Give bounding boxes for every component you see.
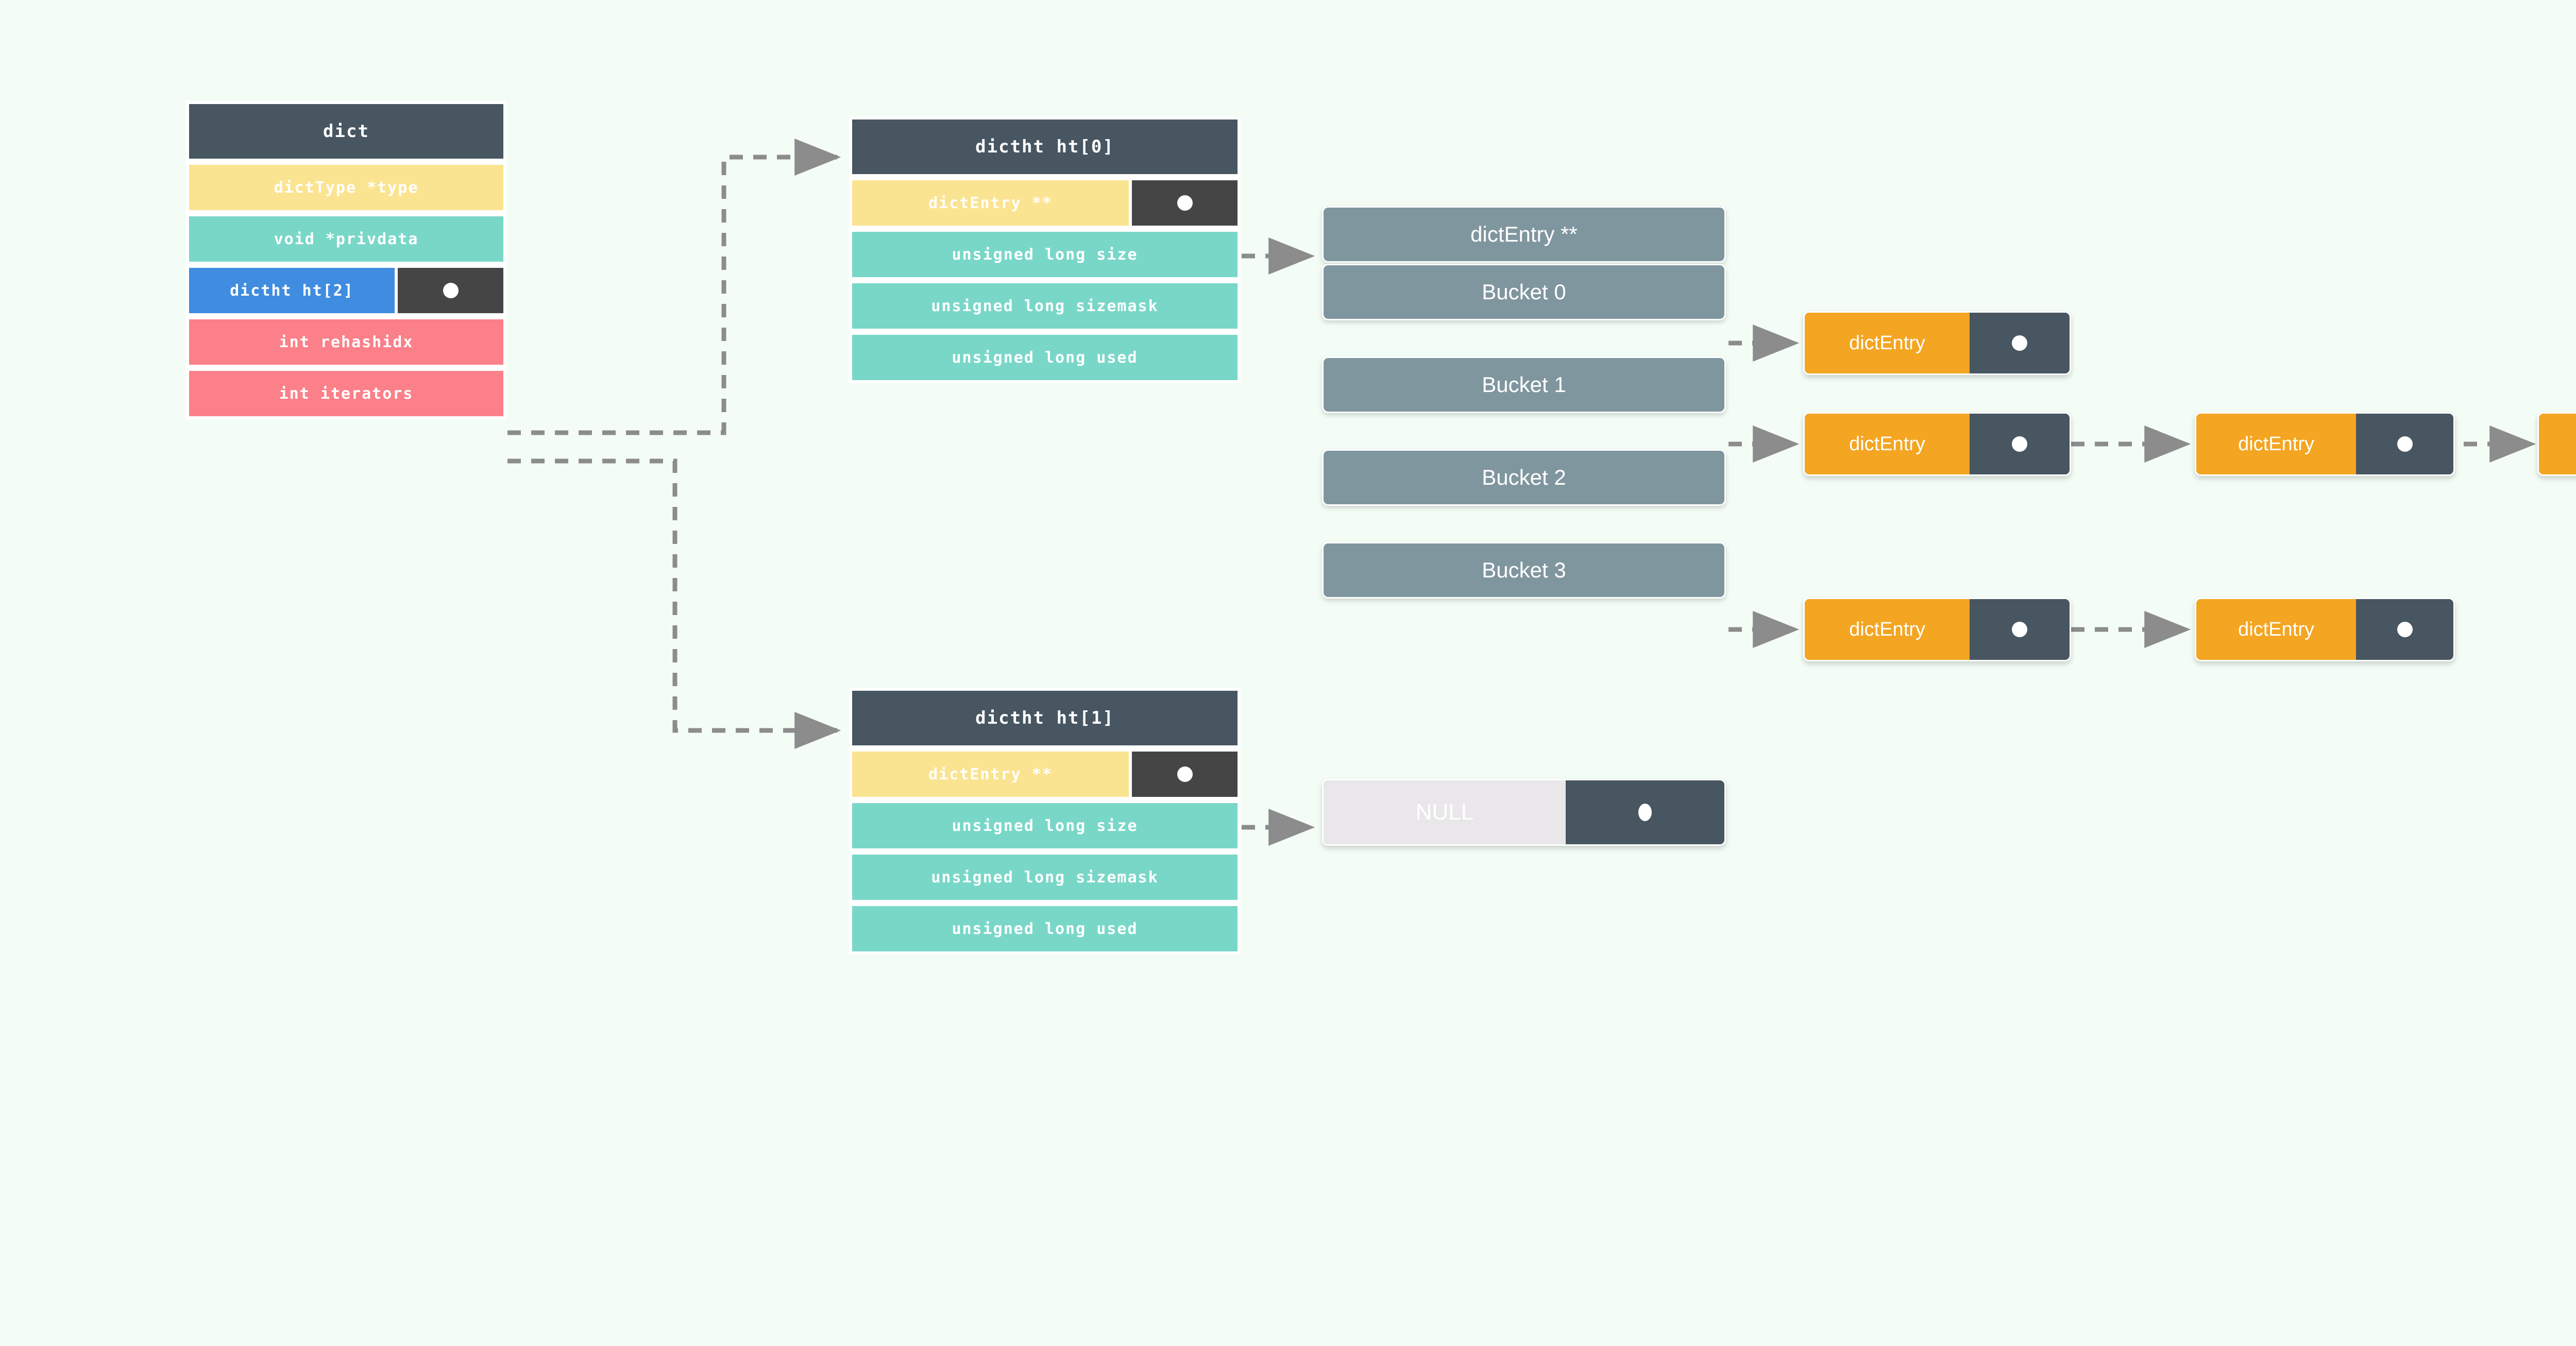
ht0-field-sizemask-label: unsigned long sizemask bbox=[852, 283, 1238, 329]
null-table-label: NULL bbox=[1324, 780, 1566, 844]
entry-b1-0-label: dictEntry bbox=[1805, 414, 1970, 474]
entry-b0-0[interactable]: dictEntry bbox=[1803, 311, 2071, 375]
ht0-field-used[interactable]: unsigned long used bbox=[849, 332, 1241, 383]
ht0-field-table[interactable]: dictEntry ** bbox=[849, 177, 1241, 229]
bucket-row-1-label: Bucket 1 bbox=[1482, 372, 1566, 397]
bucket-row-0[interactable]: Bucket 0 bbox=[1322, 264, 1726, 320]
ht1-field-sizemask-label: unsigned long sizemask bbox=[852, 855, 1238, 900]
bucket-row-0-label: Bucket 0 bbox=[1482, 280, 1566, 304]
ht1-field-table-label: dictEntry ** bbox=[852, 752, 1129, 797]
entry-b3-0[interactable]: dictEntry bbox=[1803, 598, 2071, 661]
entry-b3-1-next-slot[interactable] bbox=[2356, 599, 2453, 660]
entry-b1-0-next-slot[interactable] bbox=[1970, 414, 2070, 474]
dict-struct-title: dict bbox=[189, 104, 503, 159]
ht0-field-table-label: dictEntry ** bbox=[852, 180, 1129, 226]
ht1-title: dictht ht[1] bbox=[852, 691, 1238, 745]
entry-b1-0[interactable]: dictEntry bbox=[1803, 412, 2071, 476]
bucket-row-2-label: Bucket 2 bbox=[1482, 465, 1566, 489]
ht1-field-table[interactable]: dictEntry ** bbox=[849, 748, 1241, 800]
entry-b1-1-label: dictEntry bbox=[2196, 414, 2356, 474]
pointer-dot-icon bbox=[1638, 804, 1652, 821]
bucket-row-3[interactable]: Bucket 3 bbox=[1322, 542, 1726, 599]
ht1-field-size-label: unsigned long size bbox=[852, 803, 1238, 848]
pointer-dot-icon bbox=[2397, 622, 2413, 637]
bucket-row-1[interactable]: Bucket 1 bbox=[1322, 356, 1726, 413]
dict-field-ht2-pointer-cell[interactable] bbox=[398, 268, 503, 313]
entry-b3-0-label: dictEntry bbox=[1805, 599, 1970, 660]
entry-b3-1[interactable]: dictEntry bbox=[2195, 598, 2455, 661]
ht1-field-used-label: unsigned long used bbox=[852, 906, 1238, 951]
entry-b0-0-next-slot[interactable] bbox=[1970, 313, 2070, 373]
bucket-array: dictEntry ** Bucket 0 Bucket 1 Bucket 2 … bbox=[1322, 206, 1729, 599]
ht0-field-table-pointer-cell[interactable] bbox=[1132, 180, 1238, 226]
dict-field-dicttype-label: dictType *type bbox=[189, 165, 503, 210]
null-table-node[interactable]: NULL bbox=[1322, 779, 1726, 846]
ht0-title: dictht ht[0] bbox=[852, 120, 1238, 174]
bucket-array-header-label: dictEntry ** bbox=[1470, 222, 1578, 246]
entry-b3-0-next-slot[interactable] bbox=[1970, 599, 2070, 660]
bucket-array-header: dictEntry ** bbox=[1322, 206, 1726, 263]
dict-field-rehashidx[interactable]: int rehashidx bbox=[186, 316, 506, 368]
pointer-dot-icon bbox=[1177, 195, 1193, 211]
pointer-dot-icon bbox=[2012, 622, 2027, 637]
entry-b1-2-label: dictEntry bbox=[2539, 414, 2576, 474]
dict-field-ht2-label: dictht ht[2] bbox=[189, 268, 395, 313]
pointer-dot-icon bbox=[2012, 335, 2027, 351]
dict-field-privdata-label: void *privdata bbox=[189, 216, 503, 262]
dict-field-privdata[interactable]: void *privdata bbox=[186, 213, 506, 265]
ht1-field-sizemask[interactable]: unsigned long sizemask bbox=[849, 851, 1241, 903]
entry-b3-1-label: dictEntry bbox=[2196, 599, 2356, 660]
bucket-row-3-label: Bucket 3 bbox=[1482, 558, 1566, 582]
ht1-title-row: dictht ht[1] bbox=[849, 688, 1241, 748]
connector-dict-to-ht0 bbox=[507, 139, 841, 435]
bucket-row-2[interactable]: Bucket 2 bbox=[1322, 449, 1726, 506]
ht0-field-size[interactable]: unsigned long size bbox=[849, 229, 1241, 280]
ht1-field-size[interactable]: unsigned long size bbox=[849, 800, 1241, 851]
dict-field-dicttype[interactable]: dictType *type bbox=[186, 162, 506, 213]
ht1-field-table-pointer-cell[interactable] bbox=[1132, 752, 1238, 797]
ht0-field-used-label: unsigned long used bbox=[852, 335, 1238, 380]
entry-b1-2[interactable]: dictEntry bbox=[2537, 412, 2576, 476]
dict-struct-title-row: dict bbox=[186, 101, 506, 162]
dict-field-iterators[interactable]: int iterators bbox=[186, 368, 506, 419]
entry-b0-0-label: dictEntry bbox=[1805, 313, 1970, 373]
dict-field-rehashidx-label: int rehashidx bbox=[189, 319, 503, 365]
dict-field-ht2[interactable]: dictht ht[2] bbox=[186, 265, 506, 316]
pointer-dot-icon bbox=[1177, 766, 1193, 782]
entry-b1-1-next-slot[interactable] bbox=[2356, 414, 2453, 474]
null-table-pointer-slot[interactable] bbox=[1566, 780, 1724, 844]
pointer-dot-icon bbox=[2012, 436, 2027, 452]
ht1-field-used[interactable]: unsigned long used bbox=[849, 903, 1241, 955]
ht0-title-row: dictht ht[0] bbox=[849, 116, 1241, 177]
pointer-dot-icon bbox=[2397, 436, 2413, 452]
connector-dict-to-ht1 bbox=[507, 458, 841, 749]
ht0-field-sizemask[interactable]: unsigned long sizemask bbox=[849, 280, 1241, 332]
dict-field-iterators-label: int iterators bbox=[189, 371, 503, 416]
pointer-dot-icon bbox=[443, 283, 459, 298]
entry-b1-1[interactable]: dictEntry bbox=[2195, 412, 2455, 476]
ht0-field-size-label: unsigned long size bbox=[852, 232, 1238, 277]
